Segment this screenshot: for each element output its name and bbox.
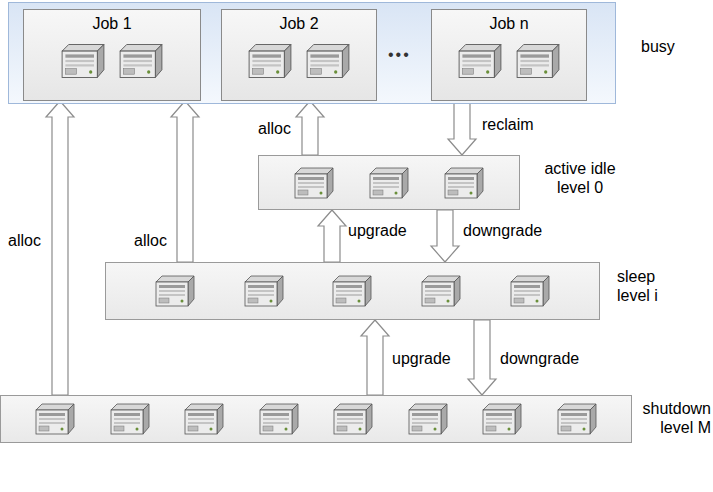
block-arrow (46, 101, 74, 395)
level-label: shutdown level M (635, 399, 711, 437)
job-title: Job 2 (279, 14, 318, 33)
level-label: active idle level 0 (533, 159, 627, 197)
server-icon (408, 403, 448, 435)
server-row (440, 43, 578, 79)
server-icon (444, 167, 484, 199)
job-box: Job n (431, 9, 587, 101)
block-arrow (361, 320, 389, 395)
edge-label: reclaim (482, 116, 534, 134)
server-row (230, 43, 368, 79)
block-arrow (171, 101, 199, 262)
server-icon (155, 275, 195, 307)
server-row (32, 43, 192, 79)
server-icon (244, 275, 284, 307)
level-band: sleep level i (105, 262, 600, 320)
edge-label: alloc (134, 232, 167, 250)
server-icon (516, 43, 560, 79)
server-icon (332, 275, 372, 307)
level-label: sleep level i (617, 267, 681, 305)
server-icon (369, 167, 409, 199)
server-icon (421, 275, 461, 307)
edge-label: downgrade (500, 350, 579, 368)
block-arrow (318, 210, 346, 262)
edge-label: downgrade (463, 222, 542, 240)
job-box: Job 2 (221, 9, 377, 101)
server-icon (557, 403, 597, 435)
level-band: busyJob 1Job 2Job n (8, 2, 616, 104)
server-icon (458, 43, 502, 79)
block-arrow (296, 101, 324, 155)
level-band: active idle level 0 (258, 155, 520, 210)
server-icon (119, 43, 163, 79)
server-icon (510, 275, 550, 307)
server-row (106, 275, 599, 307)
server-icon (294, 167, 334, 199)
server-icon (482, 403, 522, 435)
block-arrow (448, 101, 476, 155)
server-icon (248, 43, 292, 79)
block-arrow (468, 320, 496, 395)
ellipsis-mark: ••• (388, 46, 411, 64)
server-icon (184, 403, 224, 435)
server-icon (110, 403, 150, 435)
server-icon (35, 403, 75, 435)
edge-label: upgrade (392, 350, 451, 368)
server-icon (259, 403, 299, 435)
server-icon (61, 43, 105, 79)
level-label: busy (641, 37, 703, 56)
server-row (1, 403, 631, 435)
edge-label: upgrade (348, 222, 407, 240)
server-icon (306, 43, 350, 79)
server-icon (333, 403, 373, 435)
job-title: Job n (489, 14, 528, 33)
level-band: shutdown level M (0, 395, 632, 443)
edge-label: alloc (258, 120, 291, 138)
job-title: Job 1 (92, 14, 131, 33)
edge-label: alloc (8, 232, 41, 250)
job-box: Job 1 (23, 9, 201, 101)
server-row (259, 167, 519, 199)
block-arrow (431, 210, 459, 262)
